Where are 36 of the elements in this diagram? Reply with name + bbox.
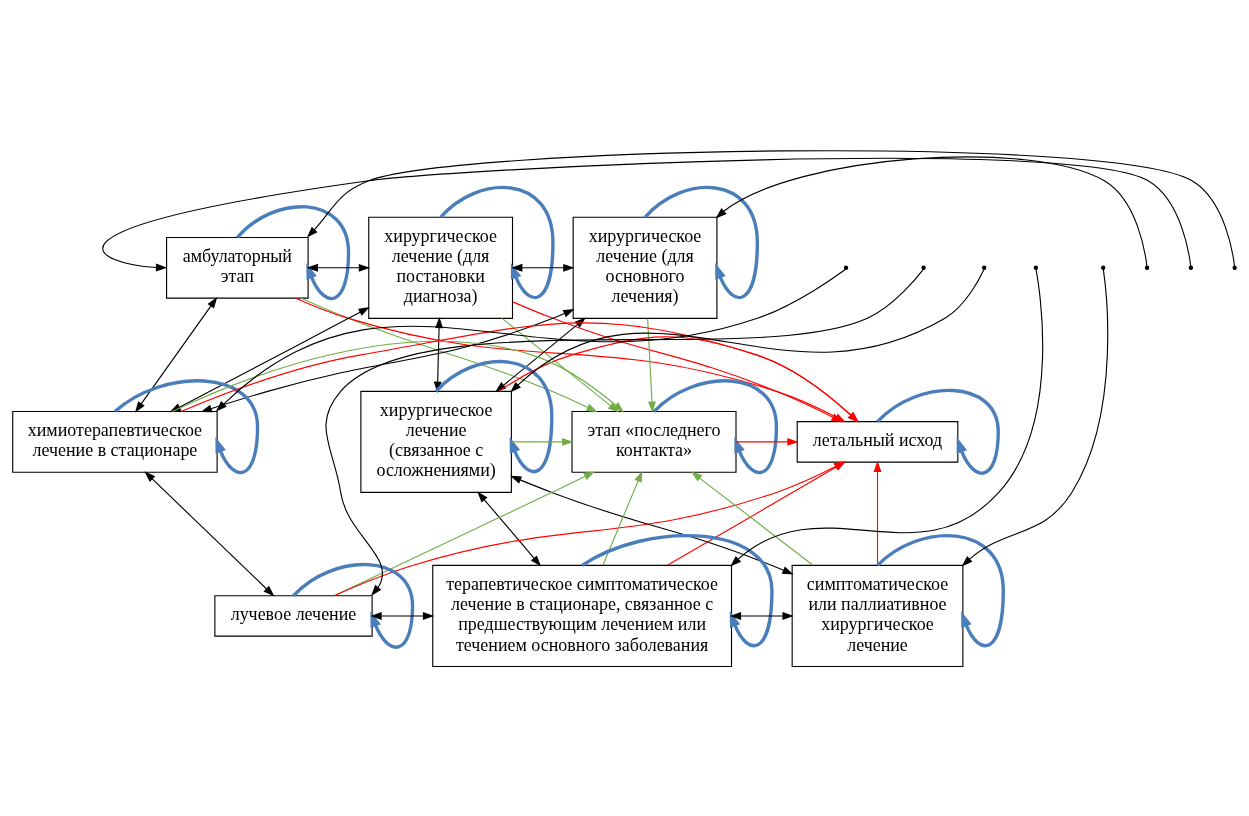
arrow [729, 611, 794, 620]
node-box: летальный исход [796, 420, 959, 463]
arrow [961, 268, 1109, 567]
node-box: хирургическое лечение (для постановки диагноза) [368, 216, 514, 319]
arrow [200, 308, 575, 412]
arrow [306, 263, 370, 272]
arrow [511, 263, 575, 272]
arrow [510, 437, 574, 446]
node-box: химиотерапевтическое лечение в стационаре [12, 410, 218, 473]
arrow [102, 157, 1192, 271]
arrow [512, 300, 843, 422]
arrow [730, 268, 1044, 567]
arrow [735, 437, 799, 446]
arrow [666, 460, 846, 566]
node-box: лучевое лечение [214, 594, 373, 637]
arrow [325, 268, 924, 596]
arrow [300, 297, 598, 412]
arrow [873, 460, 882, 566]
node-box: хирургическое лечение (для основного лечения) [572, 216, 718, 319]
node-box: симптоматическое или паллиативное хирургическое лечение [791, 564, 964, 667]
arrow [602, 470, 643, 566]
node-box: этап «последнего контакта» [571, 410, 737, 473]
arrow [715, 156, 1148, 267]
node-box: амбулаторный этап [166, 236, 309, 299]
arrow [876, 388, 1000, 475]
arrow [510, 268, 985, 392]
arrow [477, 490, 542, 567]
arrow [144, 470, 275, 596]
arrow [647, 317, 656, 413]
node-box: терапевтическое симптоматическое лечение в стационаре, связанное с предшествующим лечением или течением основного заболевания [432, 564, 733, 667]
arrow [333, 460, 846, 596]
arrow [510, 475, 794, 574]
arrow [691, 471, 814, 566]
arrow [306, 149, 1236, 267]
node-box: хирургическое лечение (связанное с осложнениями) [360, 390, 512, 493]
arrow [370, 611, 435, 620]
